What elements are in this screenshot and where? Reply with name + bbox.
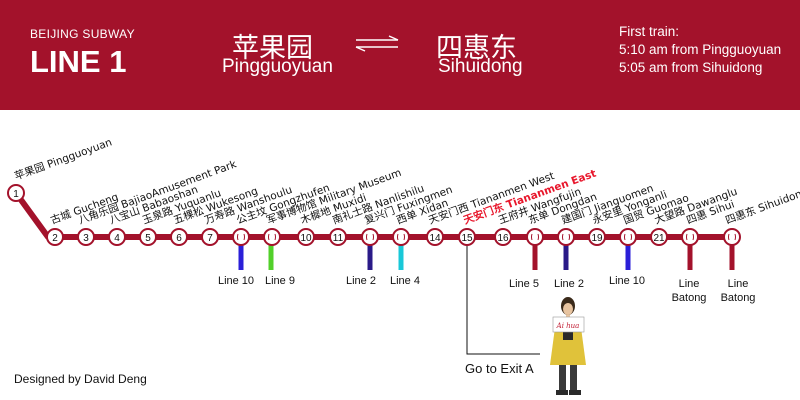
station-guomao-transfer[interactable] bbox=[619, 228, 637, 246]
station-number: 4 bbox=[114, 233, 120, 244]
station-2[interactable]: 2 bbox=[46, 228, 64, 246]
transfer-icon bbox=[728, 233, 736, 241]
station-number: 15 bbox=[461, 233, 473, 244]
station-number: 21 bbox=[653, 233, 665, 244]
person-illustration: Ai hua bbox=[550, 297, 586, 395]
station-number: 10 bbox=[300, 233, 312, 244]
transfer-label-line-4: Line 4 bbox=[390, 275, 420, 287]
transfer-label-line-2-east: Line 2 bbox=[554, 278, 584, 290]
station-3[interactable]: 3 bbox=[77, 228, 95, 246]
station-number: 2 bbox=[52, 233, 58, 244]
from-station-en: Pingguoyuan bbox=[222, 56, 333, 77]
station-sihui-transfer[interactable] bbox=[681, 228, 699, 246]
station-name-pingguoyuan: 苹果园 Pingguoyuan bbox=[13, 135, 114, 182]
to-station-zh: 四惠东 bbox=[436, 33, 517, 64]
station-dongdan-transfer[interactable] bbox=[526, 228, 544, 246]
station-jianguomen-transfer[interactable] bbox=[557, 228, 575, 246]
transfer-label-line-10: Line 10 bbox=[218, 275, 254, 287]
station-21[interactable]: 21 bbox=[650, 228, 668, 246]
transfer-icon bbox=[268, 233, 276, 241]
station-sihuidong-transfer[interactable] bbox=[723, 228, 741, 246]
station-16[interactable]: 16 bbox=[494, 228, 512, 246]
station-military-museum-transfer[interactable] bbox=[263, 228, 281, 246]
header-banner: BEIJING SUBWAY LINE 1 苹果园 Pingguoyuan 四惠… bbox=[0, 0, 800, 110]
designer-credit: Designed by David Deng bbox=[14, 372, 147, 386]
station-6[interactable]: 6 bbox=[170, 228, 188, 246]
transfer-label-line-2: Line 2 bbox=[346, 275, 376, 287]
transfer-label-line-10-east: Line 10 bbox=[609, 275, 645, 287]
station-fuxingmen-transfer[interactable] bbox=[361, 228, 379, 246]
station-number: 19 bbox=[591, 233, 603, 244]
transfer-label-batong-line: Line bbox=[679, 278, 700, 290]
station-number: 6 bbox=[176, 233, 182, 244]
station-number: 1 bbox=[13, 189, 19, 200]
transfer-icon bbox=[397, 233, 405, 241]
transfer-label-batong-line-east: Line bbox=[728, 278, 749, 290]
station-14[interactable]: 14 bbox=[426, 228, 444, 246]
exit-label: Go to Exit A bbox=[465, 361, 534, 376]
station-1[interactable]: 1 bbox=[7, 184, 25, 202]
welcome-sign bbox=[552, 316, 585, 333]
station-19[interactable]: 19 bbox=[588, 228, 606, 246]
from-station-zh: 苹果园 bbox=[232, 33, 313, 64]
station-number: 3 bbox=[83, 233, 89, 244]
first-train-from-pingguoyuan: 5:10 am from Pingguoyuan bbox=[619, 42, 782, 57]
transfer-label-line-9: Line 9 bbox=[265, 275, 295, 287]
station-number: 11 bbox=[333, 233, 344, 244]
station-15[interactable]: 15 bbox=[458, 228, 476, 246]
station-gongzhufen-transfer[interactable] bbox=[232, 228, 250, 246]
transfer-icon bbox=[531, 233, 539, 241]
station-number: 16 bbox=[497, 233, 509, 244]
transfer-icon bbox=[624, 233, 632, 241]
subway-subtitle: BEIJING SUBWAY bbox=[30, 27, 135, 41]
transfer-icon bbox=[366, 233, 374, 241]
transfer-label-batong-name-east: Batong bbox=[721, 292, 756, 304]
transfer-label-batong-name: Batong bbox=[672, 292, 707, 304]
to-station-en: Sihuidong bbox=[438, 56, 523, 77]
first-train-from-sihuidong: 5:05 am from Sihuidong bbox=[619, 60, 763, 75]
direction-arrows-icon bbox=[355, 35, 399, 52]
station-xidan-transfer[interactable] bbox=[392, 228, 410, 246]
transfer-icon bbox=[562, 233, 570, 241]
transfer-icon bbox=[686, 233, 694, 241]
exit-path bbox=[466, 246, 540, 355]
station-11[interactable]: 11 bbox=[329, 228, 347, 246]
transfer-label-line-5: Line 5 bbox=[509, 278, 539, 290]
first-train-title: First train: bbox=[619, 24, 680, 39]
station-7[interactable]: 7 bbox=[201, 228, 219, 246]
line-title: LINE 1 bbox=[30, 44, 127, 79]
station-number: 7 bbox=[207, 233, 213, 244]
station-number: 5 bbox=[145, 233, 151, 244]
station-10[interactable]: 10 bbox=[297, 228, 315, 246]
transfer-icon bbox=[237, 233, 245, 241]
sign-text: Ai hua bbox=[556, 322, 580, 330]
station-4[interactable]: 4 bbox=[108, 228, 126, 246]
station-number: 14 bbox=[429, 233, 441, 244]
station-5[interactable]: 5 bbox=[139, 228, 157, 246]
